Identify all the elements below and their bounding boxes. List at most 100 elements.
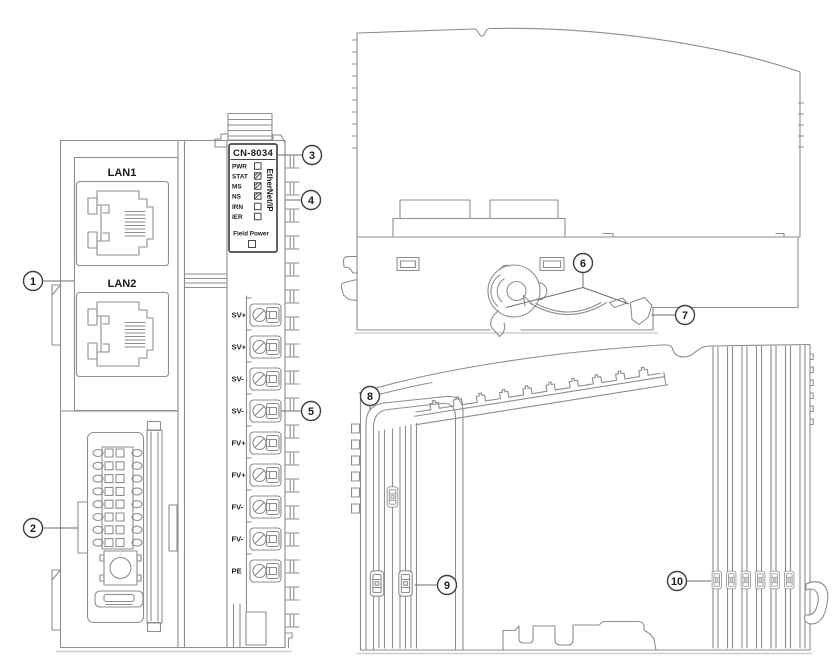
edge-serrations [797,102,805,148]
usb-connector [94,590,144,608]
lan-panel [73,156,179,412]
lan2-label: LAN2 [108,278,137,290]
perspective-view [350,343,829,655]
edge-serrations [351,39,358,149]
terminal-label: FV+ [232,471,247,480]
side-hooks [340,255,359,302]
svg-text:5: 5 [308,406,314,418]
bottom-block [245,611,267,646]
led-label: PWR [232,163,247,170]
led-label: STAT [232,173,248,180]
led-row: STAT [232,172,262,180]
guide-channel-outer [365,395,464,651]
housing-top-curve [358,343,811,651]
side-bracket [77,501,89,554]
housing-outline [356,27,801,238]
callout-3: 3 [301,144,323,166]
terminal-row: FV+ [232,457,282,487]
rj45-jack-icon [87,190,154,256]
terminal-label: SV- [232,375,245,384]
callout-7: 7 [674,304,696,326]
callout-2: 2 [22,517,44,539]
callout-8: 8 [359,385,381,407]
leader-line [505,272,630,308]
terminal-label: FV- [232,535,244,544]
lan1-label: LAN1 [108,167,137,179]
din-foot-notches [502,620,657,651]
field-power-label: Field Power [233,231,269,238]
rail-catch [629,296,653,326]
led-row: PWR [232,162,262,170]
release-handle [804,581,829,625]
pin-rows [92,448,143,548]
bottom-view [340,27,805,338]
led-label: IRN [232,204,243,211]
din-rail-latch [487,264,548,338]
led-row: NS [232,192,262,200]
lan1-port: LAN1 [75,167,170,267]
retaining-clip [755,570,766,590]
status-panel: CN-8034 PWR STAT MS NS [228,143,278,253]
panel-door [146,420,178,633]
latch-foot [522,294,653,326]
bus-coupler-module: LAN1 LAN2 [51,139,286,649]
mounting-tab [51,284,62,346]
terminal-row: FV- [232,489,282,519]
lan2-port: LAN2 [75,278,170,378]
svg-text:9: 9 [444,580,450,592]
terminal-row: FV+ [232,425,282,455]
svg-text:7: 7 [682,310,688,322]
led-row: MS [232,182,262,190]
led-row: IER [232,212,262,221]
terminal-label: PE [232,567,242,576]
pin-header [101,446,134,550]
bus-contacts [284,154,300,628]
config-panel [77,420,178,633]
retaining-clip [784,570,795,590]
callout-1: 1 [22,270,44,292]
mounting-blocks [392,199,566,238]
callout-5: 5 [300,400,322,422]
retaining-clip [740,570,751,590]
terminal-row: SV- [232,393,282,423]
terminal-label: FV+ [232,439,247,448]
terminal-label: SV+ [232,343,247,352]
terminal-blocks: SV+ SV+ SV- SV- FV+ [232,297,282,583]
model-label: CN-8034 [233,148,274,159]
led-label: IER [232,214,243,221]
mounting-tab [51,569,62,631]
callouts: 1 2 3 4 5 6 7 8 9 10 [22,144,711,596]
vent-slots [396,256,565,272]
bus-link-lines [183,273,228,289]
bottom-hook [232,603,293,649]
retaining-clip [711,570,722,590]
rj45-jack-icon [87,301,154,367]
led-row: IRN [232,202,262,211]
led-label: MS [232,183,242,190]
callout-9: 9 [436,574,458,596]
svg-text:8: 8 [367,391,373,403]
division-tabs [602,232,785,238]
terminal-row: PE [232,553,282,583]
terminal-row: SV+ [232,329,282,359]
edge-tabs [350,423,361,514]
svg-text:2: 2 [30,523,36,535]
top-clip [214,112,286,148]
reset-button [99,550,142,586]
guide-channel-inner [372,402,457,651]
svg-text:4: 4 [308,195,314,207]
terminal-label: FV- [232,503,244,512]
svg-text:3: 3 [309,150,315,162]
left-wall [350,391,811,651]
edge-serrations [809,353,814,426]
field-power-led [248,240,256,248]
guide-rails [378,422,418,649]
led-label: NS [232,193,242,200]
callout-4: 4 [300,189,322,211]
svg-text:6: 6 [580,258,586,270]
terminal-row: FV- [232,521,282,551]
lower-body-outline [356,236,799,331]
right-rails [711,345,829,649]
